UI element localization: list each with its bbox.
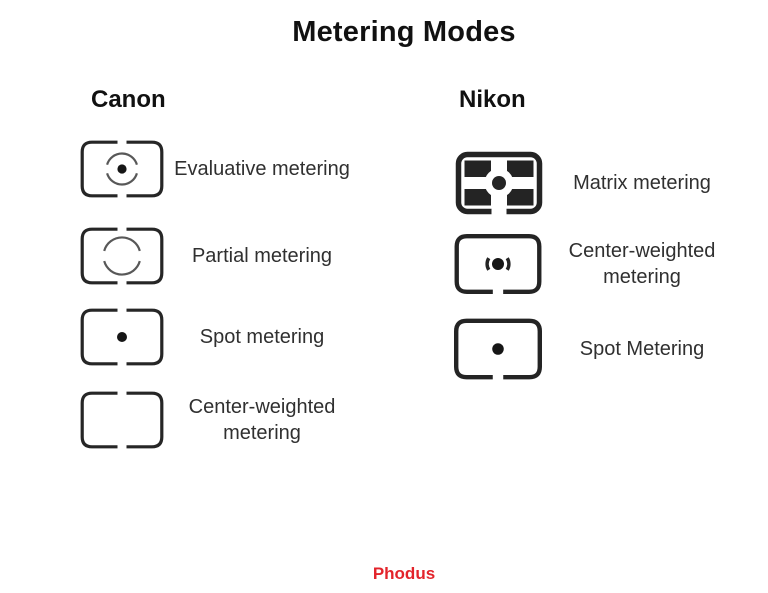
metering-mode-label: Partial metering: [191, 244, 333, 267]
nikon-center-weighted-metering-icon: [454, 234, 546, 294]
nikon-row-center-weighted: Center-weighted metering: [454, 234, 738, 294]
nikon-spot-metering-icon: [454, 318, 546, 380]
nikon-matrix-metering-icon: [454, 150, 546, 216]
metering-mode-label: Center-weighted metering: [568, 239, 716, 288]
canon-row-spot: Spot metering: [80, 308, 360, 366]
nikon-row-spot: Spot Metering: [454, 318, 738, 380]
metering-mode-label: Evaluative metering: [174, 157, 350, 180]
metering-mode-label: Spot metering: [199, 325, 325, 348]
metering-mode-label: Spot Metering: [579, 337, 705, 360]
metering-mode-label: Center-weighted metering: [188, 395, 336, 444]
canon-column-heading: Canon: [91, 86, 166, 113]
brand-logo-text: Phodus: [372, 564, 436, 583]
canon-row-evaluative: Evaluative metering: [80, 140, 360, 198]
canon-row-center-weighted: Center-weighted metering: [80, 391, 360, 449]
canon-evaluative-metering-icon: [80, 140, 164, 198]
canon-spot-metering-icon: [80, 308, 164, 366]
nikon-row-matrix: Matrix metering: [454, 150, 738, 216]
metering-mode-label: Matrix metering: [573, 171, 711, 194]
canon-partial-metering-icon: [80, 227, 164, 285]
canon-center-weighted-metering-icon: [80, 391, 164, 449]
canon-row-partial: Partial metering: [80, 227, 360, 285]
nikon-column-heading: Nikon: [459, 86, 526, 113]
page-title: Metering Modes: [292, 16, 516, 48]
